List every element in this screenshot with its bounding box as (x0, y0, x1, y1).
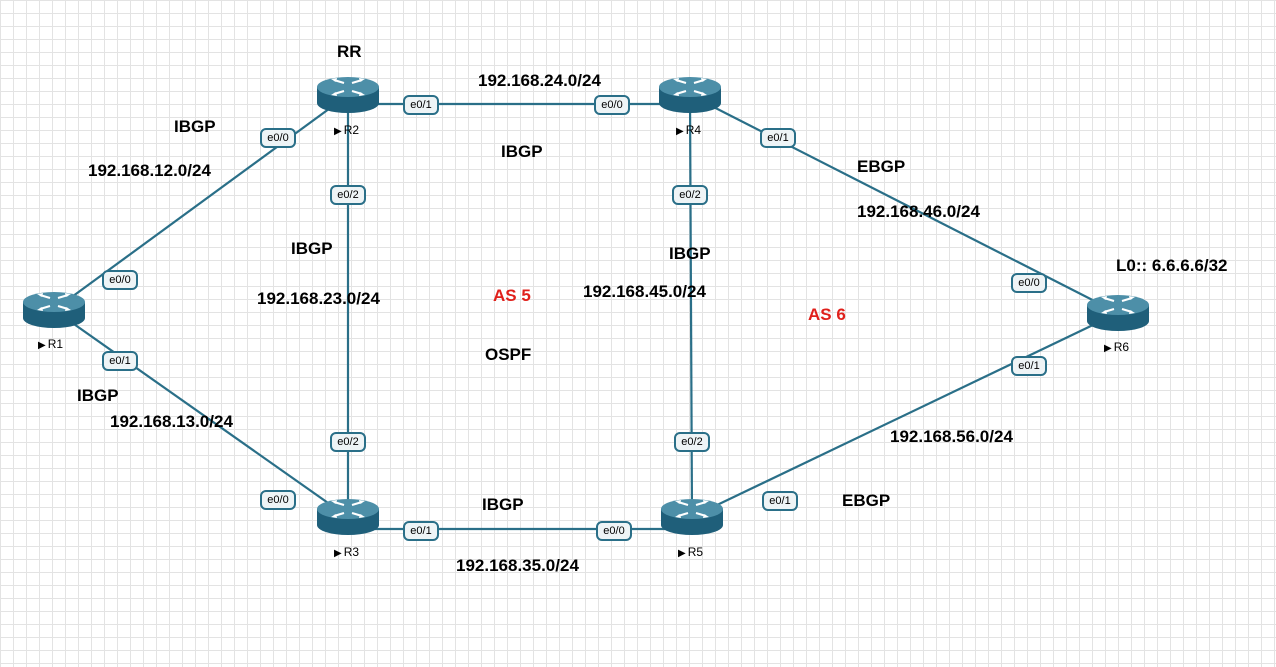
subnet-label-r4-r5: 192.168.45.0/24 (583, 282, 706, 301)
link-r1-r3[interactable] (53, 309, 349, 518)
play-icon: ▶ (1104, 343, 1112, 354)
r2-interface-e0-0[interactable]: e0/0 (260, 128, 296, 148)
router-r3[interactable] (316, 498, 380, 536)
router-r4[interactable] (658, 76, 722, 114)
subnet-label-r1-r2: 192.168.12.0/24 (88, 161, 211, 180)
router-r2[interactable] (316, 76, 380, 114)
r6-interface-e0-0[interactable]: e0/0 (1011, 273, 1047, 293)
subnet-label-r3-r5: 192.168.35.0/24 (456, 556, 579, 575)
play-icon: ▶ (334, 126, 342, 137)
r2-interface-e0-2[interactable]: e0/2 (330, 185, 366, 205)
subnet-label-r4-r6: 192.168.46.0/24 (857, 202, 980, 221)
play-icon: ▶ (334, 548, 342, 559)
protocol-label-r2-r3: IBGP (291, 239, 333, 258)
r1-interface-e0-0[interactable]: e0/0 (102, 270, 138, 290)
router-r5[interactable] (660, 498, 724, 536)
protocol-label-r1-r2: IBGP (174, 117, 216, 136)
play-icon: ▶ (678, 548, 686, 559)
link-r4-r5[interactable] (688, 94, 694, 518)
protocol-label-r5-r6: EBGP (842, 491, 891, 510)
protocol-label-r3-r5: IBGP (482, 495, 524, 514)
route-reflector-label: RR (337, 42, 362, 61)
as5-label: AS 5 (493, 286, 531, 305)
ospf-label: OSPF (485, 345, 532, 364)
router-r6-label: ▶R6 (1104, 340, 1130, 354)
r4-interface-e0-0[interactable]: e0/0 (594, 95, 630, 115)
protocol-label-r4-r5: IBGP (669, 244, 711, 263)
loopback-label: L0:: 6.6.6.6/32 (1116, 256, 1228, 275)
router-r5-label: ▶R5 (678, 545, 704, 559)
router-r1[interactable] (22, 291, 86, 329)
router-r1-label: ▶R1 (38, 337, 64, 351)
subnet-label-r5-r6: 192.168.56.0/24 (890, 427, 1013, 446)
protocol-label-r2-r4: IBGP (501, 142, 543, 161)
r3-interface-e0-1[interactable]: e0/1 (403, 521, 439, 541)
r5-interface-e0-0[interactable]: e0/0 (596, 521, 632, 541)
r2-interface-e0-1[interactable]: e0/1 (403, 95, 439, 115)
links (53, 94, 1119, 531)
router-r4-label: ▶R4 (676, 123, 702, 137)
r4-interface-e0-2[interactable]: e0/2 (672, 185, 708, 205)
r5-interface-e0-2[interactable]: e0/2 (674, 432, 710, 452)
router-r2-label: ▶R2 (334, 123, 360, 137)
play-icon: ▶ (38, 340, 46, 351)
r1-interface-e0-1[interactable]: e0/1 (102, 351, 138, 371)
r3-interface-e0-2[interactable]: e0/2 (330, 432, 366, 452)
r5-interface-e0-1[interactable]: e0/1 (762, 491, 798, 511)
protocol-label-r4-r6: EBGP (857, 157, 906, 176)
subnet-label-r2-r3: 192.168.23.0/24 (257, 289, 380, 308)
subnet-label-r2-r4: 192.168.24.0/24 (478, 71, 601, 90)
play-icon: ▶ (676, 126, 684, 137)
r3-interface-e0-0[interactable]: e0/0 (260, 490, 296, 510)
protocol-label-r1-r3: IBGP (77, 386, 119, 405)
link-r5-r6[interactable] (691, 312, 1119, 518)
r4-interface-e0-1[interactable]: e0/1 (760, 128, 796, 148)
as6-label: AS 6 (808, 305, 846, 324)
router-r6[interactable] (1086, 294, 1150, 332)
router-r3-label: ▶R3 (334, 545, 360, 559)
subnet-label-r1-r3: 192.168.13.0/24 (110, 412, 233, 431)
r6-interface-e0-1[interactable]: e0/1 (1011, 356, 1047, 376)
